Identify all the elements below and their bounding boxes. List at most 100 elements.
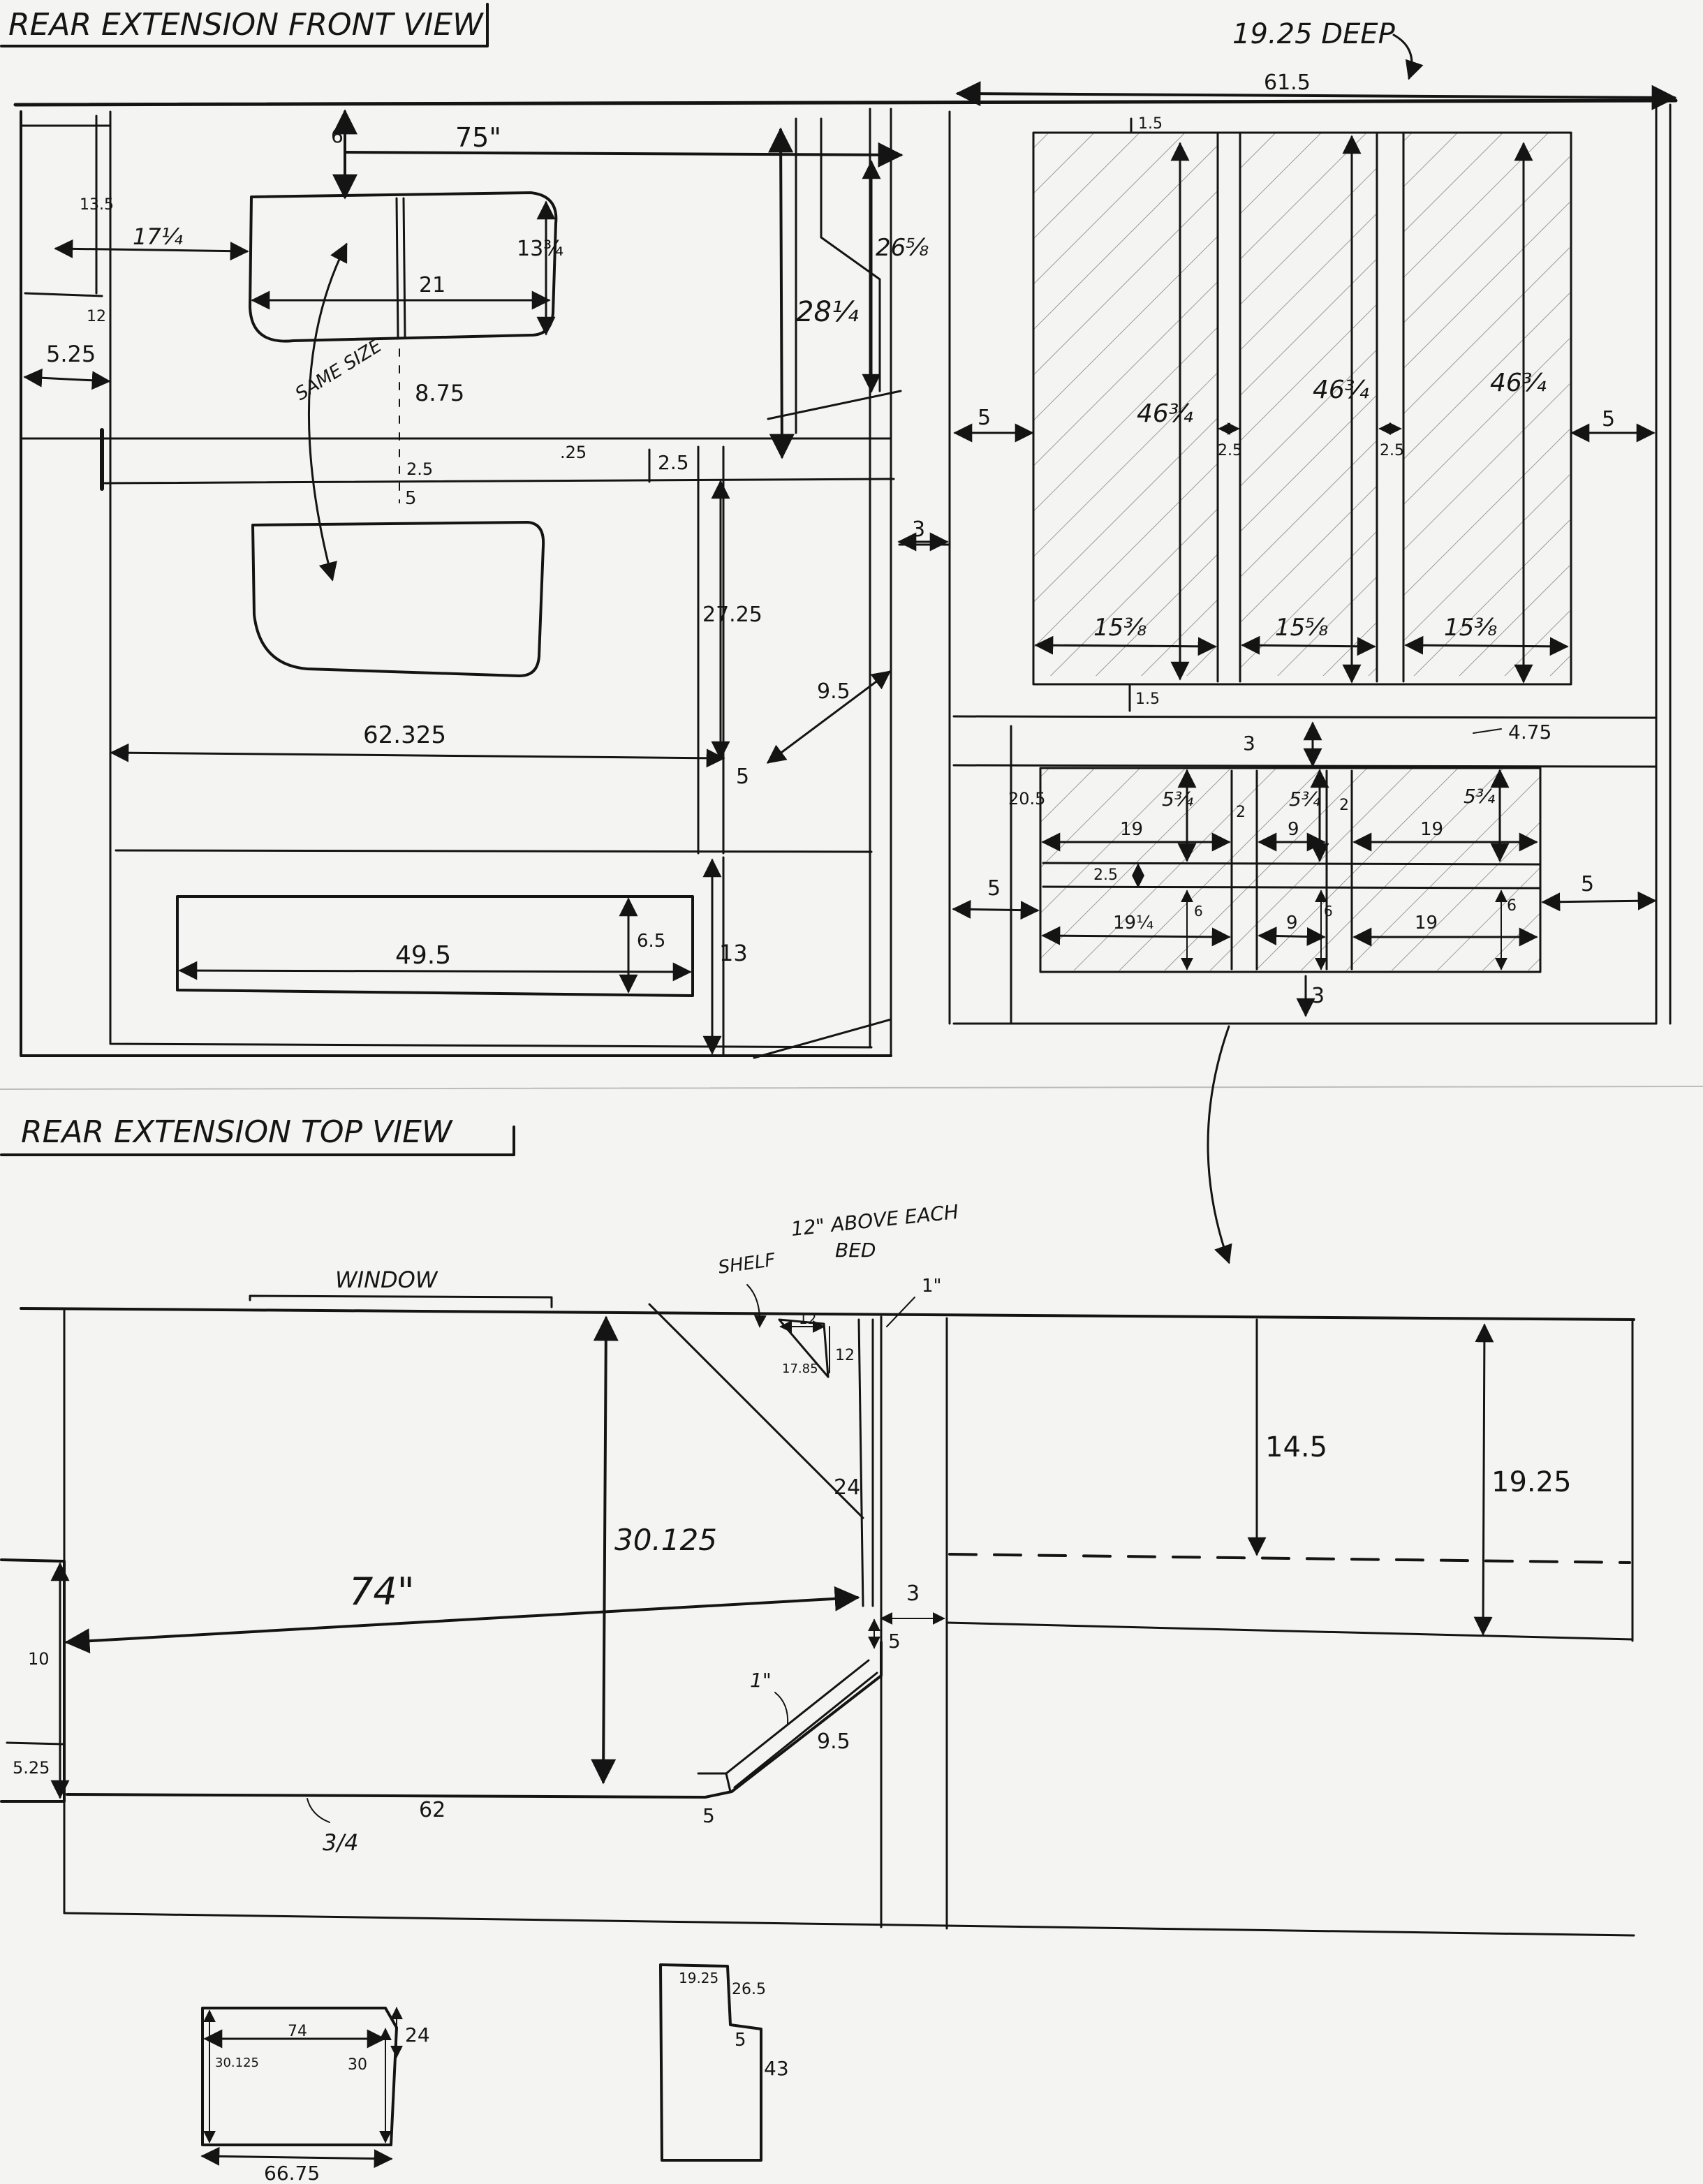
shelf-label: SHELF bbox=[717, 1250, 777, 1278]
dim-5-right: 5 bbox=[1602, 407, 1615, 431]
dim-5-lower-right: 5 bbox=[1581, 872, 1594, 897]
dim-5-3-4-a: 5¾ bbox=[1162, 788, 1193, 811]
dim-10: 10 bbox=[28, 1649, 50, 1669]
dim-5-a: 5 bbox=[888, 1630, 901, 1653]
thumb-b-dim-5: 5 bbox=[735, 2030, 746, 2051]
dim-19-25: 19.25 bbox=[1491, 1466, 1572, 1498]
left-inner-frame bbox=[109, 110, 873, 1049]
left-outer-frame bbox=[20, 110, 892, 1057]
dim-3-b: 3 bbox=[1243, 732, 1255, 755]
shelf-note-1: 12" ABOVE EACH bbox=[790, 1200, 959, 1241]
top-dashed-line bbox=[948, 1553, 1631, 1564]
shelf-note-2: BED bbox=[835, 1239, 876, 1262]
dim-3-4: 3/4 bbox=[323, 1829, 359, 1856]
dim-24: 24 bbox=[834, 1475, 860, 1500]
dim-5-25: 5.25 bbox=[13, 1758, 50, 1778]
front-top-edge bbox=[13, 98, 1678, 107]
dim-5-3-4-c: 5¾ bbox=[1464, 785, 1495, 808]
dim-12: 12 bbox=[87, 308, 106, 325]
dim-14-5: 14.5 bbox=[1265, 1431, 1327, 1463]
dim-13-5: 13.5 bbox=[80, 196, 114, 214]
dim-3-c: 3 bbox=[1311, 984, 1325, 1008]
dim-30-125: 30.125 bbox=[614, 1523, 717, 1557]
dim-5-b: 5 bbox=[702, 1804, 715, 1827]
dim-2-5-d: 2.5 bbox=[1380, 442, 1404, 459]
dim-2-a: 2 bbox=[1236, 804, 1246, 821]
dim-12-a: 12 bbox=[799, 1311, 816, 1327]
dim-point-25: .25 bbox=[560, 443, 587, 462]
dim-46-3-4-a: 46¾ bbox=[1137, 399, 1193, 428]
dim-15-3-8-b: 15⅜ bbox=[1444, 614, 1497, 642]
dim-5-a: 5 bbox=[405, 488, 417, 509]
dim-17-85: 17.85 bbox=[782, 1362, 818, 1376]
dim-4-75: 4.75 bbox=[1508, 721, 1551, 744]
dim-26-5-8: 26⅝ bbox=[876, 234, 929, 262]
dim-49-5: 49.5 bbox=[395, 941, 451, 970]
dim-20-5: 20.5 bbox=[1008, 789, 1045, 809]
top-view: REAR EXTENSION TOP VIEW WINDOW SHELF 12"… bbox=[0, 1114, 1635, 1937]
dim-12-b: 12 bbox=[835, 1347, 855, 1364]
dim-62-325: 62.325 bbox=[363, 721, 446, 749]
dim-19-d: 19 bbox=[1415, 913, 1438, 934]
dim-74: 74" bbox=[349, 1570, 415, 1614]
dim-27-25: 27.25 bbox=[702, 603, 762, 627]
dim-19-a: 19 bbox=[1120, 819, 1143, 840]
dim-2-5-e: 2.5 bbox=[1093, 866, 1118, 884]
bench-outline bbox=[176, 895, 694, 997]
dim-15-3-8-a: 15⅜ bbox=[1093, 614, 1147, 642]
dim-6-5: 6.5 bbox=[637, 931, 665, 952]
thumb-b-dim-43: 43 bbox=[764, 2057, 789, 2080]
top-view-title-box: REAR EXTENSION TOP VIEW bbox=[0, 1114, 515, 1156]
thumb-a-dim-66-75: 66.75 bbox=[264, 2162, 320, 2184]
top-view-title: REAR EXTENSION TOP VIEW bbox=[21, 1114, 453, 1150]
front-view-title: REAR EXTENSION FRONT VIEW bbox=[8, 7, 484, 43]
dim-19-c: 19¼ bbox=[1113, 913, 1153, 934]
dim-62: 62 bbox=[419, 1798, 445, 1822]
dim-8-75: 8.75 bbox=[415, 380, 464, 406]
dim-13: 13 bbox=[719, 940, 748, 966]
dim-6-a: 6 bbox=[1194, 903, 1203, 920]
thumb-b-dim-19-25: 19.25 bbox=[679, 1970, 718, 1986]
dim-9-b: 9 bbox=[1286, 913, 1298, 934]
dim-5-25: 5.25 bbox=[46, 341, 96, 367]
dim-5-b: 5 bbox=[736, 765, 749, 789]
dim-17-1-4: 17¼ bbox=[133, 223, 183, 250]
window-label: WINDOW bbox=[335, 1267, 438, 1293]
dim-1in-b: 1" bbox=[750, 1669, 772, 1692]
window-outline bbox=[249, 1294, 553, 1308]
front-view: REAR EXTENSION FRONT VIEW 19.25 DEEP 61.… bbox=[0, 3, 1678, 1059]
dim-6: 6 bbox=[331, 124, 344, 147]
top-bed-angled-end bbox=[66, 1641, 883, 1799]
dim-46-3-4-c: 46¾ bbox=[1490, 369, 1547, 397]
dim-28-1-4: 28¼ bbox=[796, 296, 859, 328]
view-link-arrow bbox=[1207, 1025, 1232, 1264]
dim-61-5-line bbox=[955, 81, 1677, 110]
front-view-title-box: REAR EXTENSION FRONT VIEW bbox=[0, 3, 489, 47]
dim-1in-a: 1" bbox=[922, 1276, 942, 1297]
dim-3: 3 bbox=[906, 1581, 920, 1606]
dim-2-5-c: 2.5 bbox=[1218, 442, 1242, 459]
dim-21: 21 bbox=[419, 273, 445, 297]
dim-15-5-8: 15⅝ bbox=[1275, 614, 1328, 642]
lower-bed-outline bbox=[251, 521, 545, 677]
dim-5-left: 5 bbox=[978, 406, 991, 430]
dim-9-a: 9 bbox=[1288, 819, 1299, 840]
dim-2-5-b: 2.5 bbox=[658, 451, 689, 474]
dim-1-5-mid: 1.5 bbox=[1135, 691, 1160, 708]
thumb-a-dim-30-125: 30.125 bbox=[215, 2056, 259, 2070]
thumb-a-dim-24: 24 bbox=[405, 2023, 430, 2046]
thumb-a-dim-74: 74 bbox=[288, 2023, 307, 2040]
dim-9-5: 9.5 bbox=[817, 679, 850, 704]
same-size-note: SAME SIZE bbox=[292, 335, 386, 405]
dim-3-a: 3 bbox=[912, 517, 925, 542]
dim-2-b: 2 bbox=[1339, 797, 1349, 814]
thumb-a-dim-30: 30 bbox=[348, 2056, 367, 2074]
thumb-b-dim-26-5: 26.5 bbox=[732, 1981, 766, 1998]
dim-9-5: 9.5 bbox=[817, 1729, 850, 1754]
dim-75: 75" bbox=[455, 122, 501, 153]
dim-6-c: 6 bbox=[1507, 897, 1517, 915]
dim-5-3-4-b: 5¾ bbox=[1289, 788, 1320, 811]
dim-13-3-4: 13¾ bbox=[517, 237, 563, 261]
thumbnail-b: 19.25 26.5 5 43 bbox=[659, 1963, 789, 2162]
